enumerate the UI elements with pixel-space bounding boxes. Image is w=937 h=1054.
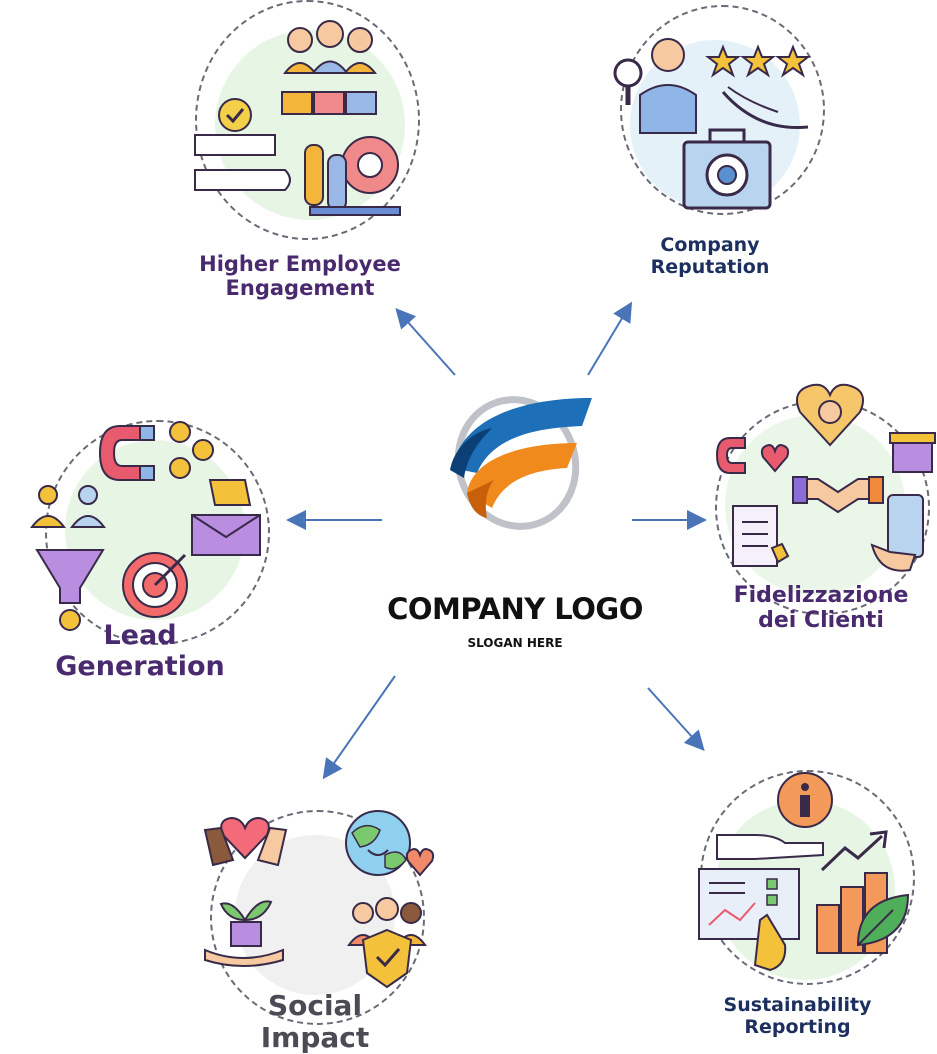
stars-icon bbox=[705, 44, 811, 78]
node-lead: Lead Generation bbox=[5, 400, 280, 690]
report-chart-icon bbox=[698, 868, 800, 972]
hands-heart-icon bbox=[203, 816, 288, 867]
company-slogan: SLOGAN HERE bbox=[467, 636, 563, 650]
node-social-label-line2: Impact bbox=[260, 1021, 370, 1054]
node-reputation-label: Company Reputation bbox=[610, 234, 810, 279]
handshake-icon bbox=[792, 476, 884, 514]
node-engagement-label-line2: Engagement bbox=[225, 276, 375, 301]
leaf-icon bbox=[856, 893, 910, 947]
arrow-to-social bbox=[322, 675, 396, 780]
node-fidelizzazione-label-line1: Fidelizzazione bbox=[733, 583, 909, 608]
gear-icon bbox=[304, 136, 401, 216]
node-ring bbox=[210, 810, 425, 1025]
info-icon bbox=[777, 772, 833, 828]
arrow-to-reputation bbox=[587, 301, 633, 376]
gift-icon bbox=[889, 432, 936, 473]
growth-arrow-icon bbox=[820, 830, 888, 872]
target-icon bbox=[122, 552, 188, 618]
node-sustainability-label-line1: Sustainability bbox=[723, 994, 872, 1016]
open-hand-icon bbox=[721, 86, 809, 130]
clipboard-icon bbox=[732, 505, 790, 567]
node-engagement: Higher Employee Engagement bbox=[175, 0, 425, 310]
node-social-label-line1: Social bbox=[267, 989, 363, 1022]
funnel-icon bbox=[35, 549, 105, 631]
arrow-to-engagement bbox=[395, 308, 456, 376]
node-ring bbox=[195, 0, 420, 240]
company-logo-mark bbox=[450, 396, 592, 530]
people-icon bbox=[30, 485, 106, 528]
puzzle-icon bbox=[281, 91, 377, 115]
node-sustainability-label-line2: Reporting bbox=[744, 1015, 851, 1038]
node-reputation-label-line2: Reputation bbox=[650, 255, 770, 278]
plant-hand-icon bbox=[204, 900, 284, 967]
group-shield-icon bbox=[347, 897, 427, 989]
team-icon bbox=[282, 20, 378, 74]
magnet-heart-icon bbox=[715, 437, 790, 474]
envelope-megaphone-icon bbox=[191, 479, 261, 556]
node-ring bbox=[45, 420, 270, 645]
company-logo-title: COMPANY LOGO bbox=[387, 592, 643, 626]
node-reputation: Company Reputation bbox=[600, 0, 840, 300]
node-social-label: Social Impact bbox=[205, 989, 425, 1054]
node-engagement-label-line1: Higher Employee bbox=[199, 252, 401, 276]
handshake-hands-icon bbox=[194, 134, 291, 191]
node-ring bbox=[620, 5, 825, 215]
arrow-to-sustainability bbox=[647, 687, 705, 751]
heart-portrait-icon bbox=[796, 383, 864, 447]
node-sustainability: Sustainability Reporting bbox=[685, 755, 930, 1052]
briefcase-eye-icon bbox=[682, 128, 772, 210]
node-fidelizzazione: Fidelizzazione dei Clienti bbox=[705, 375, 937, 645]
checkmark-icon bbox=[218, 98, 252, 132]
node-lead-label: Lead Generation bbox=[35, 620, 245, 682]
node-engagement-label: Higher Employee Engagement bbox=[175, 252, 425, 300]
node-fidelizzazione-label-line2: dei Clienti bbox=[758, 608, 884, 634]
node-sustainability-label: Sustainability Reporting bbox=[685, 994, 910, 1039]
magnet-icon bbox=[98, 425, 155, 481]
node-lead-label-line1: Lead bbox=[103, 620, 177, 651]
hand-icon bbox=[716, 834, 824, 860]
node-reputation-label-line1: Company bbox=[660, 234, 760, 256]
magnifier-person-icon bbox=[613, 38, 697, 134]
smiling-earth-icon bbox=[345, 810, 435, 877]
coins-icon bbox=[169, 421, 214, 479]
node-fidelizzazione-label: Fidelizzazione dei Clienti bbox=[705, 583, 937, 634]
phone-review-icon bbox=[870, 494, 924, 572]
node-social: Social Impact bbox=[185, 795, 445, 1054]
node-lead-label-line2: Generation bbox=[55, 651, 225, 683]
